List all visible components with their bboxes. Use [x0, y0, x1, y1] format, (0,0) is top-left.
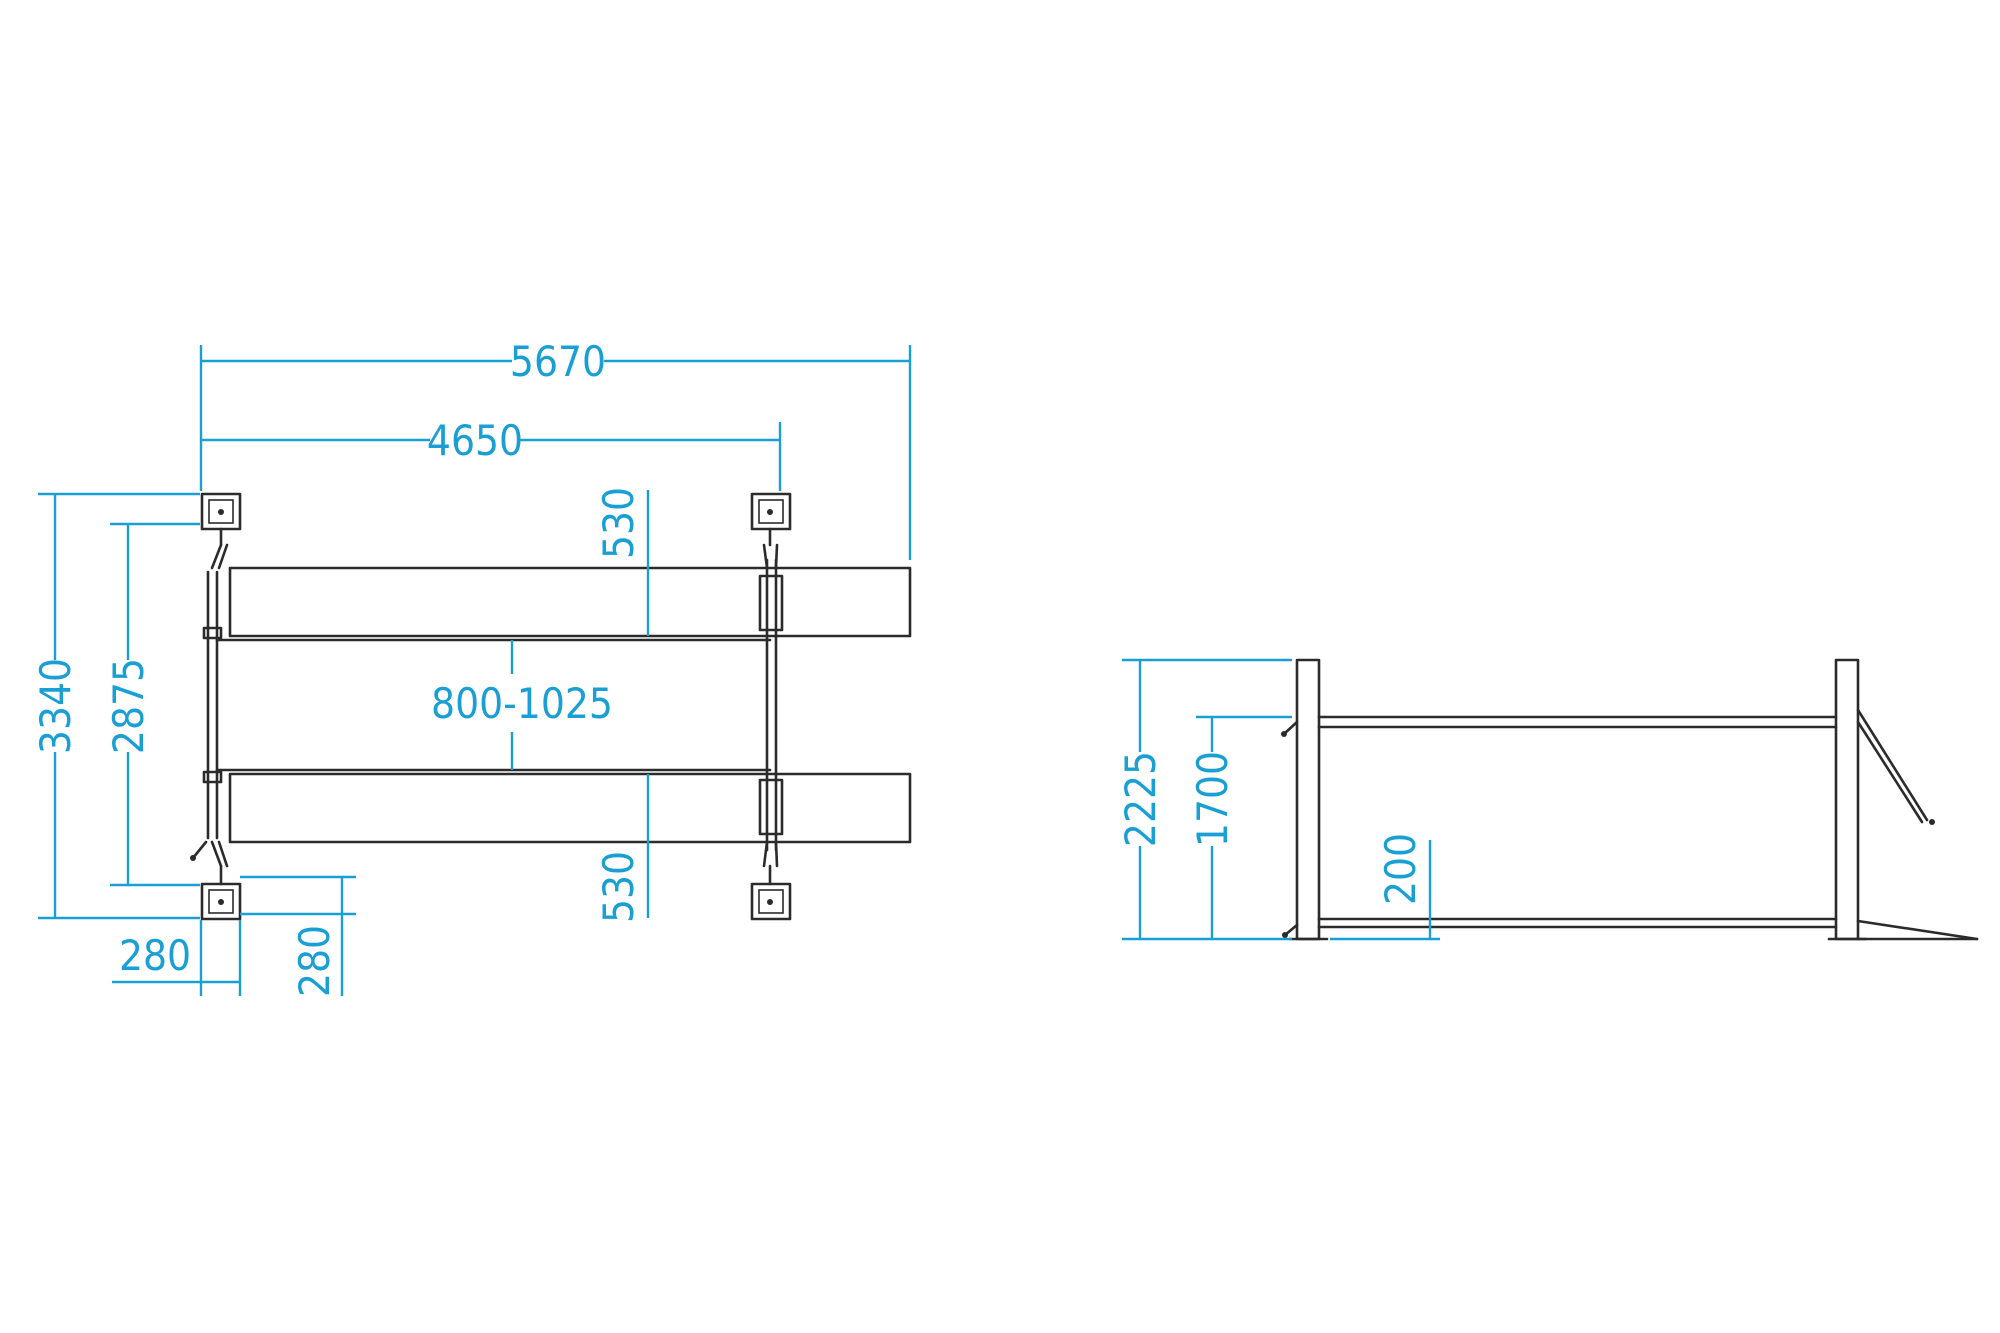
- dim-label-2225: 2225: [1116, 751, 1165, 847]
- dim-label-2875: 2875: [104, 658, 153, 754]
- dim-label-280-x: 280: [119, 931, 191, 980]
- runway-top: [228, 566, 912, 638]
- dim-label-280-y: 280: [290, 925, 339, 997]
- dim-post-spacing-width: 2875: [104, 522, 200, 887]
- dim-post-size-x: 280: [112, 920, 242, 996]
- post-top-right: [750, 492, 792, 570]
- dim-label-530-bottom: 530: [594, 851, 643, 923]
- dim-runway-gap: 800-1025: [431, 640, 613, 770]
- dim-label-530-top: 530: [594, 487, 643, 559]
- post-bottom-left: [190, 840, 242, 921]
- dim-overall-length: 5670: [199, 337, 912, 560]
- dim-overall-height: 2225: [1116, 658, 1292, 941]
- dim-label-4650: 4650: [427, 416, 523, 465]
- dim-label-3340: 3340: [31, 658, 80, 754]
- dim-post-size-y: 280: [240, 875, 356, 997]
- dim-min-height: 200: [1330, 833, 1440, 941]
- dim-label-200: 200: [1376, 833, 1425, 905]
- runway-bottom: [228, 772, 912, 844]
- post-top-left: [200, 492, 242, 570]
- crossbeam-right: [758, 558, 784, 852]
- dim-lift-height: 1700: [1188, 715, 1292, 939]
- side-runway-lowered: [1282, 917, 1838, 938]
- post-bottom-right: [750, 840, 792, 921]
- side-post-left: [1295, 658, 1321, 941]
- side-runway-raised: [1281, 708, 1935, 825]
- dim-runway-width-bottom: 530: [594, 774, 650, 923]
- dim-label-1700: 1700: [1188, 751, 1237, 847]
- dim-overall-width: 3340: [31, 492, 200, 920]
- dim-post-spacing-length: 4650: [201, 416, 782, 491]
- crossbeam-left: [202, 570, 223, 840]
- plan-view: 5670 4650 3340 2875 530: [31, 337, 912, 997]
- side-view: 2225 1700 200: [1116, 658, 1979, 941]
- side-post-right: [1834, 658, 1860, 941]
- dim-runway-width-top: 530: [594, 487, 650, 636]
- side-ramp: [1856, 919, 1979, 941]
- dim-label-5670: 5670: [510, 337, 606, 386]
- dim-label-800-1025: 800-1025: [431, 679, 613, 728]
